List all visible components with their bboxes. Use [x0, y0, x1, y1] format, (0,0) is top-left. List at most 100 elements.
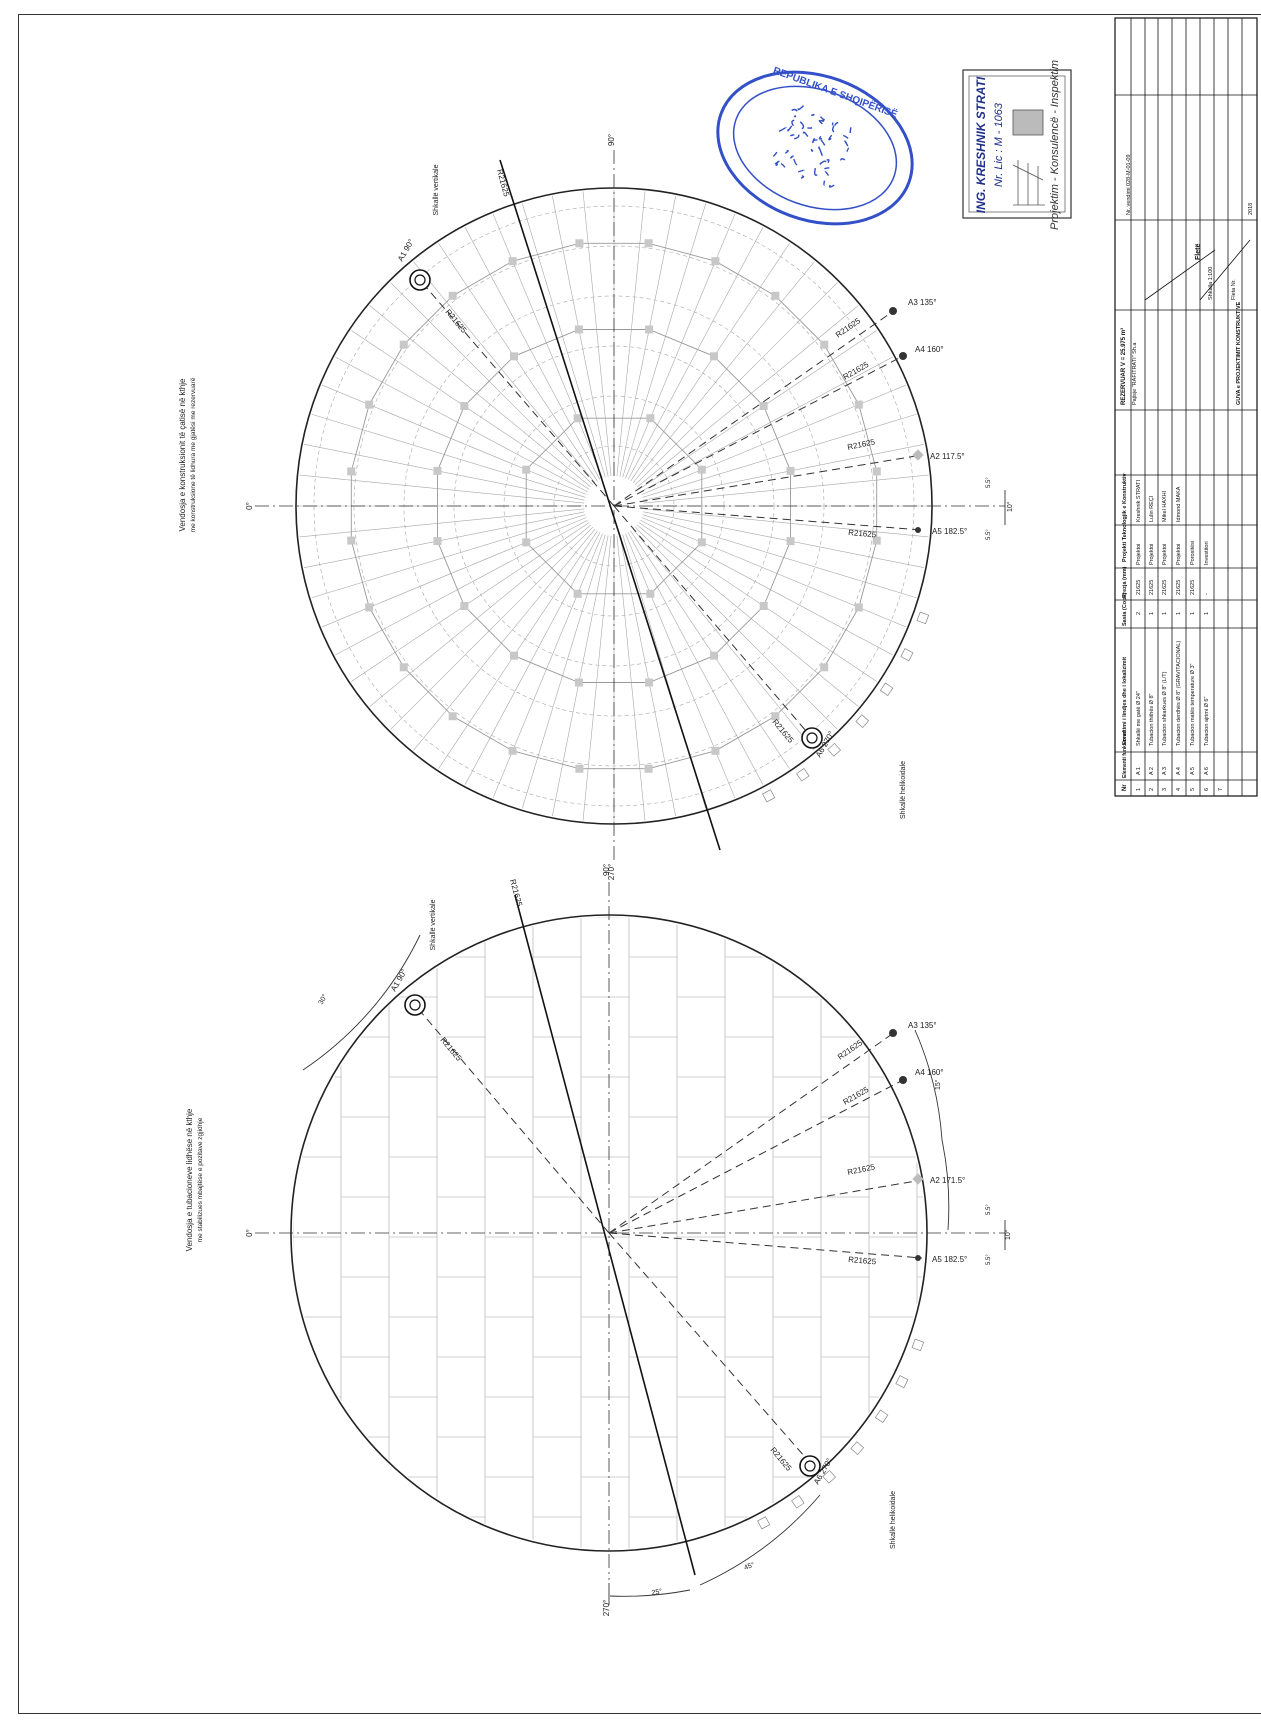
tb-col-size: Rrezja (mm)	[1122, 566, 1128, 598]
bottom-dim-arc-bottom-2	[609, 1589, 691, 1597]
tb-role-name: Lulin REÇI	[1149, 495, 1155, 522]
bottom-nozzle-a4	[899, 1076, 907, 1084]
top-nozzle-a1	[409, 269, 431, 291]
tb-col-nr: Nr	[1122, 784, 1128, 791]
tb-row-qty: 1	[1176, 612, 1182, 615]
bottom-nozzle-a3	[889, 1029, 897, 1037]
top-label-a5: A5 182.5°	[932, 527, 967, 536]
svg-text:R21625: R21625	[848, 528, 877, 539]
top-plan-drawing: Vendosja e konstruksionit të çatisë në k…	[178, 134, 1014, 880]
bottom-label-dim: R21625	[508, 878, 524, 908]
tb-role: Investitori	[1204, 541, 1210, 565]
tb-row-qty: 1	[1204, 612, 1210, 615]
tb-sheet-no: Fleta Nr.	[1231, 279, 1237, 300]
bottom-line-a5	[608, 1232, 923, 1259]
top-label-r1: R21625	[443, 308, 468, 336]
tb-row-code: A 3	[1162, 767, 1168, 775]
top-stair-vertical: Shkallë vertikale	[433, 164, 440, 215]
bottom-dim-arc-right-2	[941, 1139, 950, 1231]
tb-row-code: A 1	[1136, 767, 1142, 775]
bottom-stair-vertical: Shkallë vertikale	[430, 899, 437, 950]
building-logo-icon	[1012, 109, 1045, 206]
bottom-dim-arc-left	[302, 934, 421, 1071]
top-label-a4: A4 160°	[915, 345, 944, 354]
svg-text:R21625: R21625	[847, 437, 877, 452]
bottom-label-a3: A3 135°	[908, 1021, 937, 1030]
tb-row-code: A 2	[1149, 767, 1155, 775]
bottom-title-line2: me stabilizues mbajtëse e pozitave zgjid…	[197, 1117, 204, 1242]
bottom-helical-stair	[757, 1338, 925, 1530]
bottom-label-a2: A2 171.5°	[930, 1176, 965, 1185]
tb-row-qty: 1	[1149, 612, 1155, 615]
engineer-stamp: ING. KRESHNIK STRATI Nr. Lic : M - 1063 …	[962, 60, 1072, 230]
top-nozzle-a5	[915, 527, 921, 533]
top-title-line1: Vendosja e konstruksionit të çatisë në k…	[178, 378, 187, 532]
round-official-stamp: REPUBLIKA E SHQIPËRISË	[716, 64, 914, 226]
bottom-line-a1	[414, 1004, 610, 1234]
tb-role: Projektoi	[1149, 544, 1155, 565]
top-stair-helical: Shkallë helikoidale	[900, 761, 907, 819]
tb-client: Pajisje "RAFITRATI" Sh.a	[1132, 342, 1138, 405]
tb-row-desc: Tubacion matës temperature Ø 3"	[1190, 663, 1196, 746]
tb-row-qty: 2	[1136, 612, 1142, 615]
top-helical-stair	[762, 611, 930, 803]
bottom-stair-helical: Shkallë helikoidale	[890, 1491, 897, 1549]
top-nozzle-a3	[889, 307, 897, 315]
bottom-line-a3	[608, 1031, 896, 1234]
tb-role: Projektoi	[1162, 544, 1168, 565]
top-line-a5	[613, 505, 923, 531]
bottom-label-a5: A5 182.5°	[932, 1255, 967, 1264]
bottom-arc-label-2: 45°	[743, 1561, 756, 1572]
tb-row-size: 21625	[1176, 580, 1182, 595]
bottom-label-r3: R21625	[836, 1038, 865, 1062]
bottom-angle-90: 90°	[602, 864, 611, 876]
top-small-3: 10°	[1006, 501, 1014, 512]
bottom-angle-0: 0°	[245, 1229, 254, 1237]
tb-row-desc: Tubacion ajrimi Ø 6"	[1204, 697, 1210, 746]
top-label-r4: R21625	[842, 360, 871, 382]
tb-fleta-label: Fletë	[1195, 244, 1202, 260]
bottom-line-a6	[608, 1232, 813, 1466]
top-line-a1	[419, 279, 615, 507]
top-title-line2: me konstruksione të lidhura me gjatësi m…	[190, 377, 197, 532]
tb-date: 2018	[1248, 203, 1254, 215]
bottom-reference-line	[514, 894, 696, 1576]
bottom-arc-label-1: 30°	[317, 993, 329, 1006]
tb-col-elem: Elementi funksional	[1122, 730, 1128, 778]
bottom-angle-270: 270°	[602, 1600, 611, 1617]
tb-role: Projektoi	[1176, 544, 1182, 565]
top-label-r3: R21625	[834, 316, 863, 340]
bottom-line-a2	[608, 1179, 923, 1234]
top-reference-line	[499, 159, 721, 851]
tb-row-nr: 3	[1162, 788, 1168, 791]
tb-role: Porositësi	[1190, 541, 1196, 565]
bottom-label-r1: R21625	[438, 1036, 463, 1064]
tb-doc-code: Nr. vendimi 028-M-01-09	[1126, 154, 1132, 215]
top-angle-270: 270°	[607, 864, 616, 881]
tb-role-name: Idmond MAKA	[1176, 486, 1182, 522]
title-block: Nr Elementi funksional Emertimi i lindje…	[1114, 17, 1258, 797]
top-line-a3	[613, 309, 896, 507]
bottom-nozzle-a6	[799, 1455, 821, 1477]
tb-row-code: A 4	[1176, 767, 1182, 775]
bottom-nozzle-a2	[912, 1173, 924, 1185]
bottom-arc-label-3: 25°	[651, 1587, 663, 1597]
top-nozzle-a2	[912, 449, 924, 461]
tb-row-code: A 6	[1204, 767, 1210, 775]
svg-text:R21625: R21625	[848, 1255, 877, 1266]
tb-scale: Shkalla 1:100	[1208, 267, 1214, 300]
engineer-name: ING. KRESHNIK STRATI	[974, 76, 988, 213]
tb-row-nr: 1	[1136, 788, 1142, 791]
svg-text:R21625: R21625	[847, 1162, 877, 1177]
tb-row-desc: Shkallë me gatë Ø 24"	[1136, 691, 1142, 746]
tb-row-nr: 6	[1204, 788, 1210, 791]
top-angle-0: 0°	[245, 502, 254, 510]
tb-row-size: 21625	[1162, 580, 1168, 595]
tb-row-desc: Tubacion derdhës Ø 8" (GRAVITACIONAL)	[1176, 641, 1182, 746]
bottom-arc-label-4: 15°	[934, 1079, 942, 1090]
tb-role-header: Projekti Teknologjik e Konstruktiv	[1122, 473, 1128, 562]
tb-row-desc: Tubacion thithës Ø 8"	[1149, 693, 1155, 746]
tb-row-code: A 5	[1190, 767, 1196, 775]
